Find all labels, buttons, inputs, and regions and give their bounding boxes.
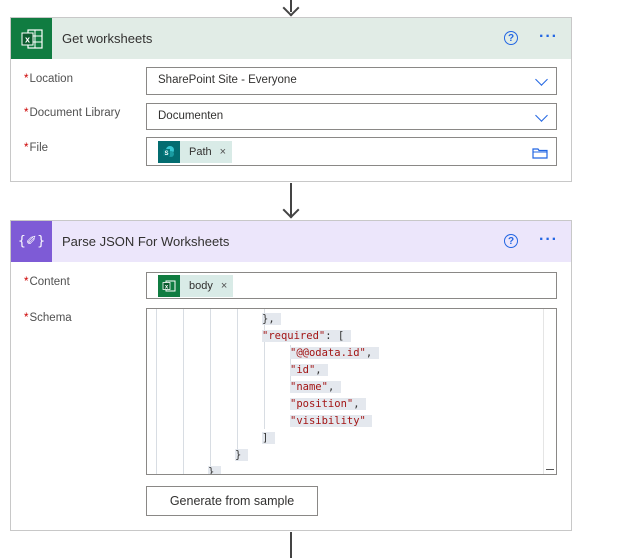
code-selection xyxy=(214,466,221,474)
code-selection xyxy=(268,432,275,444)
indent-guide xyxy=(237,309,238,449)
indent-guide xyxy=(264,309,265,429)
indent-guide xyxy=(156,309,157,474)
file-input[interactable]: S Path × xyxy=(146,137,557,166)
content-input[interactable]: x body × xyxy=(146,272,557,299)
excel-icon: x xyxy=(158,275,180,297)
excel-icon: x xyxy=(11,18,52,59)
code-line: } xyxy=(208,464,221,474)
code-punctuation: , xyxy=(268,313,275,325)
scrollbar-handle[interactable] xyxy=(546,469,554,470)
help-icon[interactable]: ? xyxy=(504,31,518,45)
get-worksheets-card: x Get worksheets ? ··· *Location SharePo… xyxy=(10,17,572,182)
code-string: "id" xyxy=(290,364,316,376)
schema-label: *Schema xyxy=(24,312,72,324)
code-punctuation: , xyxy=(315,364,322,376)
more-options-icon[interactable]: ··· xyxy=(539,28,558,45)
document-library-label: *Document Library xyxy=(24,107,121,119)
code-string: "@@odata.id" xyxy=(290,347,366,359)
code-line: "id", xyxy=(290,362,328,378)
code-punctuation: , xyxy=(327,381,335,393)
code-selection xyxy=(321,364,328,376)
indent-guide xyxy=(210,309,211,474)
get-worksheets-header[interactable]: x Get worksheets ? ··· xyxy=(11,18,571,59)
scrollbar-thumb[interactable] xyxy=(543,309,556,474)
connector-top-arrow-icon xyxy=(282,0,300,17)
location-label: *Location xyxy=(24,73,73,85)
body-token[interactable]: x body × xyxy=(158,275,234,297)
body-token-label: body xyxy=(189,280,213,292)
connector-bottom-line xyxy=(290,532,292,558)
connector-middle-arrow-icon xyxy=(282,201,300,219)
generate-from-sample-button[interactable]: Generate from sample xyxy=(146,486,318,516)
code-line: ] xyxy=(262,430,275,446)
path-token-label: Path xyxy=(189,146,212,158)
remove-token-icon[interactable]: × xyxy=(220,280,228,292)
help-icon[interactable]: ? xyxy=(504,234,518,248)
code-line: "position", xyxy=(290,396,366,412)
parse-json-header[interactable]: {✐} Parse JSON For Worksheets ? ··· xyxy=(11,221,571,262)
code-selection xyxy=(241,449,248,461)
path-token[interactable]: S Path × xyxy=(158,141,233,163)
connector-middle-line xyxy=(290,183,292,216)
more-options-icon[interactable]: ··· xyxy=(539,231,558,248)
code-punctuation: } xyxy=(208,466,215,474)
indent-guide xyxy=(183,309,184,474)
code-line: "visibility" xyxy=(290,413,373,429)
code-punctuation: ] xyxy=(262,432,269,444)
code-line: "name", xyxy=(290,379,341,395)
code-punctuation: : [ xyxy=(325,330,345,342)
code-string: "position" xyxy=(290,398,354,410)
code-string: "required" xyxy=(262,330,326,342)
code-punctuation: } xyxy=(235,449,242,461)
chevron-down-icon[interactable] xyxy=(535,73,548,86)
chevron-down-icon[interactable] xyxy=(535,109,548,122)
code-punctuation: , xyxy=(365,347,373,359)
document-library-value: Documenten xyxy=(158,110,224,122)
sharepoint-icon: S xyxy=(158,141,180,163)
remove-token-icon[interactable]: × xyxy=(219,146,227,158)
svg-text:S: S xyxy=(164,151,168,157)
code-selection xyxy=(344,330,351,342)
location-dropdown[interactable]: SharePoint Site - Everyone xyxy=(146,67,557,95)
code-string: "name" xyxy=(290,381,328,393)
code-line: "required": [ xyxy=(262,328,351,344)
code-line: } xyxy=(235,447,248,463)
code-selection xyxy=(365,415,373,427)
code-line: "@@odata.id", xyxy=(290,345,379,361)
code-punctuation: , xyxy=(353,398,360,410)
connector-top-line xyxy=(290,0,292,12)
code-selection xyxy=(274,313,281,325)
code-selection xyxy=(372,347,379,359)
svg-text:x: x xyxy=(165,284,169,290)
parse-json-card: {✐} Parse JSON For Worksheets ? ··· *Con… xyxy=(10,220,572,531)
schema-code-editor[interactable]: }, "required": [ "@@odata.id", "id", "na… xyxy=(146,308,557,475)
code-selection xyxy=(359,398,366,410)
code-string: "visibility" xyxy=(290,415,366,427)
code-punctuation: } xyxy=(262,313,269,325)
location-value: SharePoint Site - Everyone xyxy=(158,74,297,86)
card-title: Get worksheets xyxy=(62,31,153,46)
code-line: }, xyxy=(262,311,281,327)
card-title: Parse JSON For Worksheets xyxy=(62,234,230,249)
document-library-dropdown[interactable]: Documenten xyxy=(146,103,557,130)
content-label: *Content xyxy=(24,276,70,288)
svg-text:x: x xyxy=(24,34,29,44)
indent-guide xyxy=(290,345,291,381)
data-operation-icon: {✐} xyxy=(11,221,52,262)
folder-icon[interactable] xyxy=(532,146,548,164)
file-label: *File xyxy=(24,142,49,154)
code-selection xyxy=(334,381,341,393)
